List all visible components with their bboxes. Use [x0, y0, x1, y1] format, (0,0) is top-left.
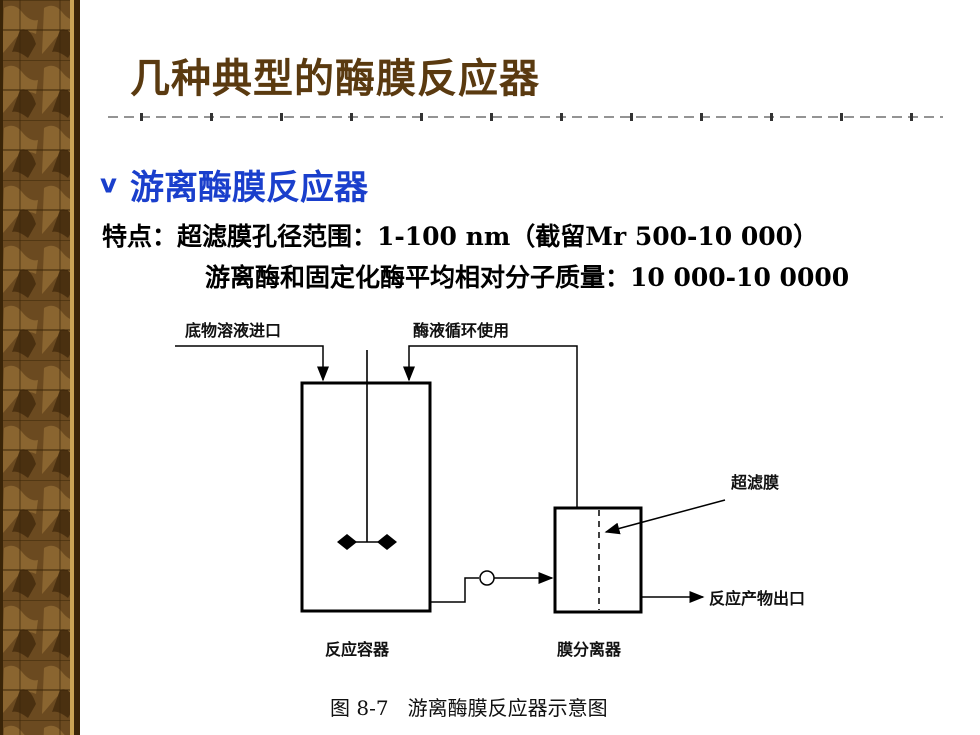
reactor-vessel — [300, 381, 432, 613]
slide-title: 几种典型的酶膜反应器 — [130, 55, 540, 102]
impeller-right-blade — [377, 534, 397, 550]
enzyme-recycle-line — [403, 345, 578, 508]
feature-line-pore-size: 特点：超滤膜孔径范围：1-100 nm（截留Mr 500-10 000） — [102, 222, 819, 251]
decorative-sidebar — [0, 0, 80, 735]
feature-line-molecular-weight: 游离酶和固定化酶平均相对分子质量：10 000-10 0000 — [205, 263, 850, 292]
title-divider — [108, 113, 943, 121]
membrane-pointer-arrow — [604, 499, 726, 535]
figure-caption: 图 8-7 游离酶膜反应器示意图 — [330, 696, 608, 720]
impeller-left-blade — [337, 534, 357, 550]
membrane-separator-label: 膜分离器 — [557, 640, 622, 659]
reactor-vessel-label: 反应容器 — [325, 640, 390, 659]
bullet-heading-row: v 游离酶膜反应器 — [100, 160, 368, 209]
product-outlet-label: 反应产物出口 — [709, 589, 805, 608]
pump-symbol — [479, 570, 495, 586]
bullet-check-icon: v — [100, 169, 117, 200]
ultrafiltration-membrane-label: 超滤膜 — [730, 473, 779, 492]
enzyme-recycle-label: 酶液循环使用 — [413, 321, 509, 340]
reactor-diagram: 底物溶液进口 酶液循环使用 超滤膜 反应产物出口 反应容器 膜分离器 图 8-7… — [175, 321, 805, 720]
substrate-inlet-label: 底物溶液进口 — [185, 321, 281, 340]
membrane-separator — [553, 506, 643, 614]
section-heading: 游离酶膜反应器 — [130, 168, 369, 208]
substrate-inlet-line — [175, 345, 329, 382]
reactor-outlet-line — [430, 577, 479, 603]
